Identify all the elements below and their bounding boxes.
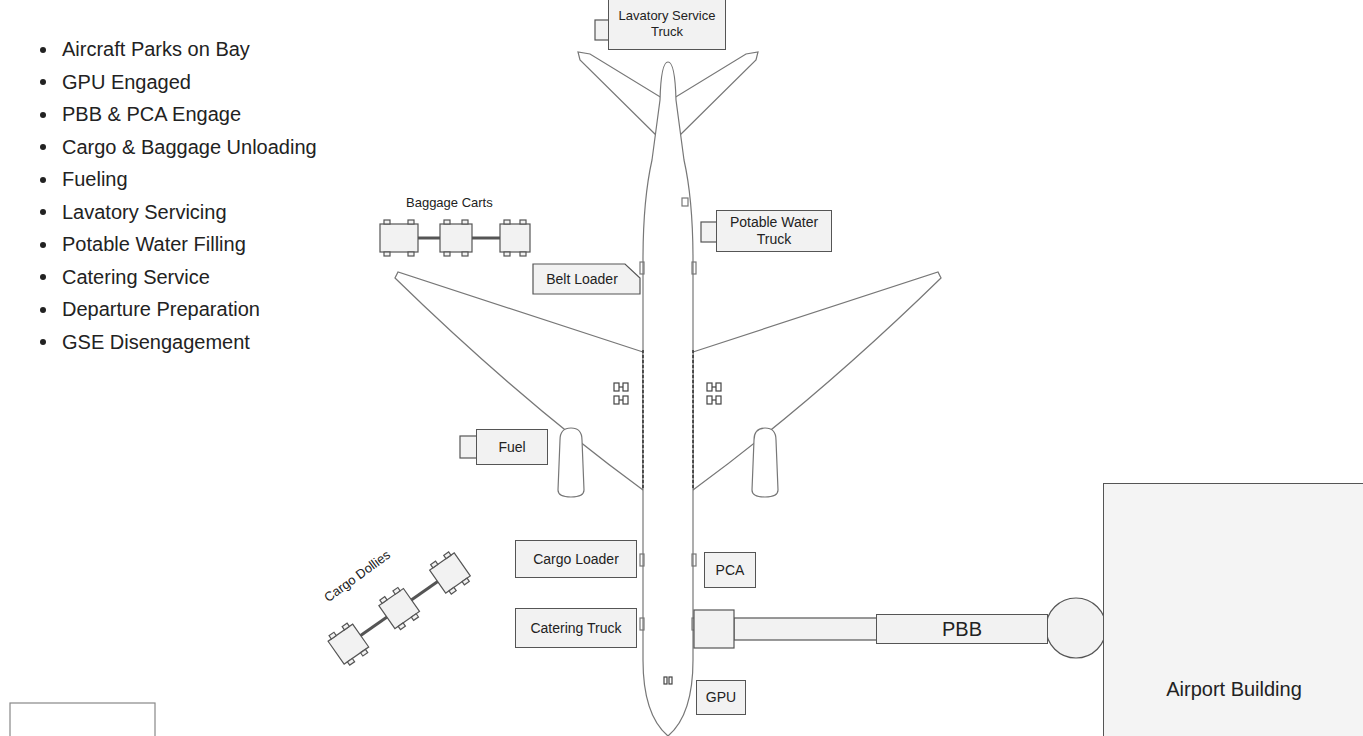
belt-loader: Belt Loader (536, 267, 628, 291)
node-label: PBB (942, 617, 982, 641)
bullet-dot (40, 209, 46, 215)
lavatory-truck: Lavatory Service Truck (608, 0, 726, 50)
step-item: Fueling (62, 168, 128, 191)
node-label: Cargo Loader (533, 551, 619, 568)
fuel-truck: Fuel (476, 429, 548, 465)
bullet-dot (40, 144, 46, 150)
node-label: Potable Water Truck (721, 214, 827, 248)
step-item: Catering Service (62, 266, 210, 289)
bullet-dot (40, 242, 46, 248)
passenger-boarding-bridge: PBB (876, 614, 1048, 644)
bullet-dot (40, 339, 46, 345)
gpu-unit: GPU (696, 680, 746, 715)
equipment-label: Baggage Carts (406, 195, 493, 210)
step-item: Cargo & Baggage Unloading (62, 136, 317, 159)
step-item: PBB & PCA Engage (62, 103, 241, 126)
step-item: GSE Disengagement (62, 331, 250, 354)
node-label: Belt Loader (546, 271, 618, 288)
node-label: Airport Building (1166, 677, 1302, 701)
equipment-label: Cargo Dollies (321, 547, 393, 605)
pca-unit: PCA (704, 552, 756, 588)
bullet-dot (40, 307, 46, 313)
bullet-dot (40, 177, 46, 183)
step-item: Departure Preparation (62, 298, 260, 321)
node-label: GPU (706, 689, 736, 706)
airport-building: Airport Building (1103, 483, 1363, 736)
step-item: Lavatory Servicing (62, 201, 227, 224)
bullet-dot (40, 274, 46, 280)
step-item: GPU Engaged (62, 71, 191, 94)
node-label: Fuel (498, 439, 525, 456)
catering-truck: Catering Truck (515, 608, 637, 648)
step-item: Potable Water Filling (62, 233, 246, 256)
bullet-dot (40, 112, 46, 118)
node-label: Lavatory Service Truck (613, 8, 721, 39)
cargo-loader: Cargo Loader (515, 540, 637, 578)
bullet-dot (40, 47, 46, 53)
node-label: Catering Truck (530, 620, 621, 637)
bullet-dot (40, 79, 46, 85)
water-truck: Potable Water Truck (716, 210, 832, 252)
step-item: Aircraft Parks on Bay (62, 38, 250, 61)
node-label: PCA (716, 562, 745, 579)
